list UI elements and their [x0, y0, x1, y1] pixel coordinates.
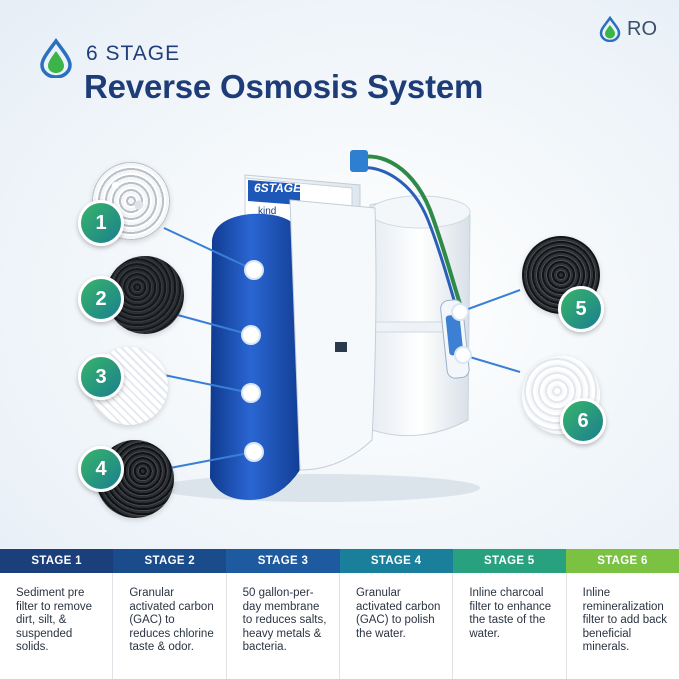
- stage-3-description: 50 gallon-per-day membrane to reduces sa…: [227, 573, 340, 679]
- stage-badge-4: 4: [78, 446, 124, 492]
- stage-6-header: STAGE 6: [565, 549, 679, 573]
- stage-6-description: Inline remineralization filter to add ba…: [582, 587, 668, 653]
- stage-2-header: STAGE 2: [113, 549, 227, 573]
- ro-system-illustration: [160, 150, 521, 502]
- stage-badge-3: 3: [78, 354, 124, 400]
- brand-drop-icon: [599, 16, 621, 42]
- stage-4-header: STAGE 4: [339, 549, 453, 573]
- unit-badge-text: 6STAGE: [254, 181, 302, 195]
- stage-badge-5: 5: [558, 286, 604, 332]
- stage-count-kicker: 6 STAGE: [86, 42, 181, 65]
- stage-5-header: STAGE 5: [452, 549, 566, 573]
- unit-brand-text: kind: [258, 206, 277, 217]
- water-drop-logo-icon: [40, 38, 72, 78]
- stage-3-header: STAGE 3: [226, 549, 340, 573]
- stage-badge-2: 2: [78, 276, 124, 322]
- stage-5-description: Inline charcoal filter to enhance the ta…: [453, 573, 567, 679]
- stage-badge-1: 1: [78, 200, 124, 246]
- stage-1-description: Sediment pre filter to remove dirt, silt…: [0, 573, 114, 679]
- page-title: Reverse Osmosis System: [84, 68, 484, 105]
- stage-2-description: Granular activated carbon (GAC) to reduc…: [113, 573, 227, 679]
- stage-table: STAGE 1 STAGE 2 STAGE 3 STAGE 4 STAGE 5 …: [0, 549, 679, 679]
- stage-4-description: Granular activated carbon (GAC) to polis…: [340, 573, 454, 679]
- brand-text: RO: [627, 17, 657, 40]
- stage-1-header: STAGE 1: [0, 549, 114, 573]
- stage-badge-6: 6: [560, 398, 606, 444]
- brand-mark: RO: [597, 16, 657, 42]
- stage-header-row: STAGE 1 STAGE 2 STAGE 3 STAGE 4 STAGE 5 …: [0, 549, 679, 573]
- stage-description-row: Sediment pre filter to remove dirt, silt…: [0, 573, 679, 679]
